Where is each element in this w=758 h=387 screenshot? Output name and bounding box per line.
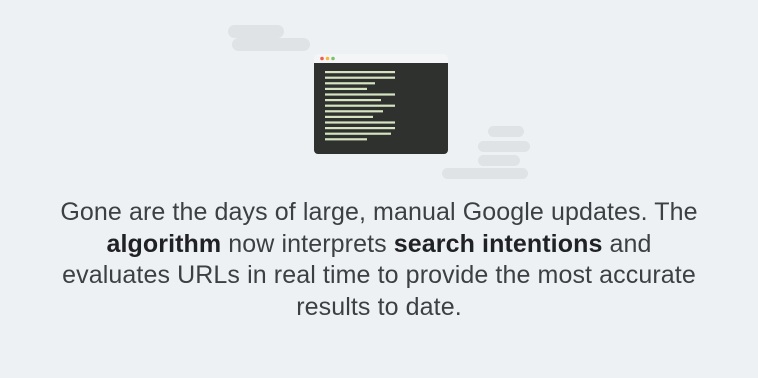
code-line	[325, 127, 395, 130]
code-line	[325, 104, 395, 107]
code-line	[325, 71, 395, 74]
code-line	[325, 110, 383, 113]
code-line	[325, 99, 381, 102]
description-part-3: and evaluates URLs in real time to provi…	[62, 229, 696, 321]
keyword-algorithm: algorithm	[106, 229, 222, 258]
description-part-2: now interprets	[221, 229, 394, 258]
keyword-search-intentions: search intentions	[393, 229, 603, 258]
code-line	[325, 76, 395, 79]
cloud-right-icon	[442, 126, 530, 179]
code-line	[325, 93, 395, 96]
content-panel: Gone are the days of large, manual Googl…	[0, 0, 758, 378]
code-line	[325, 82, 375, 85]
code-line	[325, 121, 395, 124]
cloud-left-icon	[228, 25, 310, 51]
code-lines	[325, 71, 395, 141]
code-line	[325, 138, 367, 141]
code-line	[325, 132, 391, 135]
code-line	[325, 115, 373, 118]
code-line	[325, 87, 367, 90]
description-part-1: Gone are the days of large, manual Googl…	[60, 198, 698, 226]
bottom-edge	[0, 378, 758, 387]
code-window-icon	[314, 54, 448, 154]
description-text: Gone are the days of large, manual Googl…	[60, 197, 698, 323]
code-window-illustration	[228, 25, 530, 179]
